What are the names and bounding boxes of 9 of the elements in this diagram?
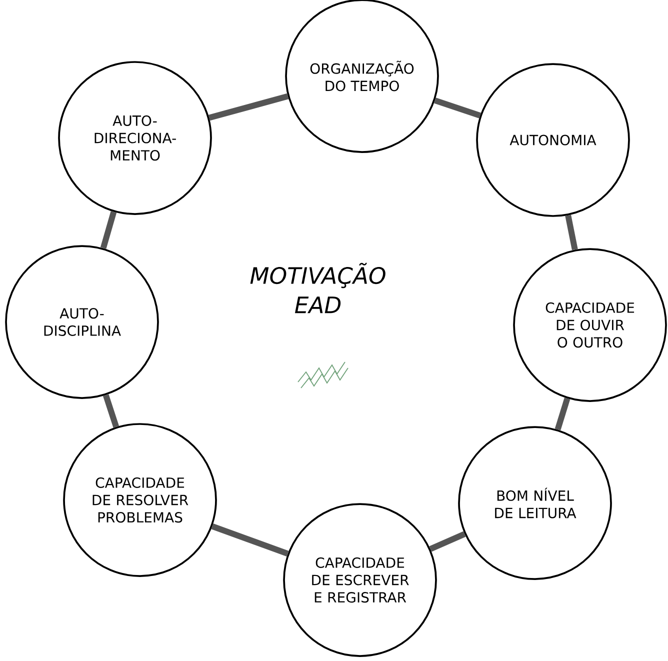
connector-bar (102, 394, 120, 428)
connector-bar (211, 523, 289, 557)
connector-bar (100, 211, 117, 249)
connector-bar (565, 214, 578, 250)
connector-bar (434, 98, 482, 118)
connector-bar (554, 398, 570, 430)
center-title: MOTIVAÇÃO EAD (250, 262, 386, 314)
connector-bar (429, 531, 466, 552)
connector-bar (208, 93, 289, 121)
